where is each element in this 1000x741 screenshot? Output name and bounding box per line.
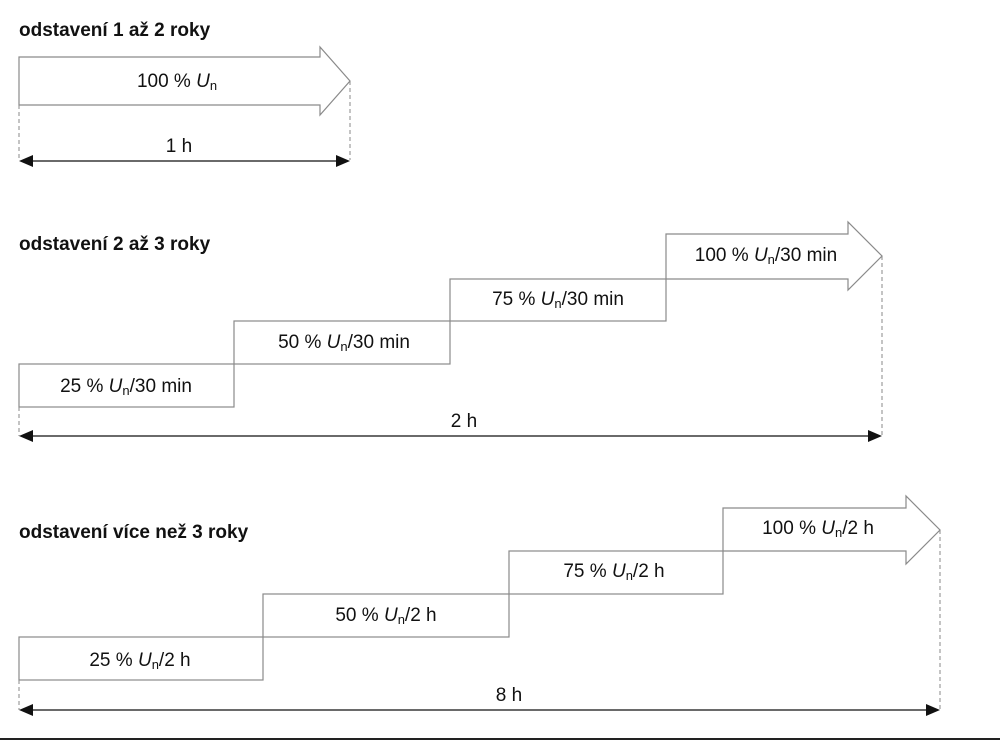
s2-step-3-box [449,278,667,322]
s2-step-2-box [233,320,451,365]
s3-step-3-label: 75 % Un/2 h [563,561,665,583]
s3-step-2-box [262,593,510,638]
s1-duration-arrow-right [336,155,350,167]
s3-step-2-label: 50 % Un/2 h [335,605,437,627]
s3-duration-arrow-right [926,704,940,716]
s2-step-4-label: 100 % Un/30 min [694,245,838,267]
s3-step-4-label: 100 % Un/2 h [762,518,874,540]
s2-duration-label: 2 h [450,411,478,432]
s1-duration-label: 1 h [165,136,193,157]
section-1-title: odstavení 1 až 2 roky [19,20,211,41]
s3-step-1-box [18,636,264,681]
s3-step-1-label: 25 % Un/2 h [89,650,191,672]
s2-step-2-label: 50 % Un/30 min [278,332,410,354]
s2-step-1-box [18,363,235,408]
s3-step-3-box [508,550,724,595]
s2-duration-arrow-left [19,430,33,442]
s3-duration-label: 8 h [495,685,523,706]
section-3-title: odstavení více než 3 roky [19,522,249,543]
s3-duration-arrow-left [19,704,33,716]
s2-step-1-label: 25 % Un/30 min [60,376,192,398]
s1-step-1-label: 100 % Un [136,71,218,93]
s2-duration-arrow-right [868,430,882,442]
s1-duration-arrow-left [19,155,33,167]
s3-step-4-arrow [722,494,941,566]
s2-step-3-label: 75 % Un/30 min [492,289,624,311]
section-2-title: odstavení 2 až 3 roky [19,234,211,255]
s2-step-4-arrow [665,220,883,292]
s1-step-1-arrow [18,45,351,117]
